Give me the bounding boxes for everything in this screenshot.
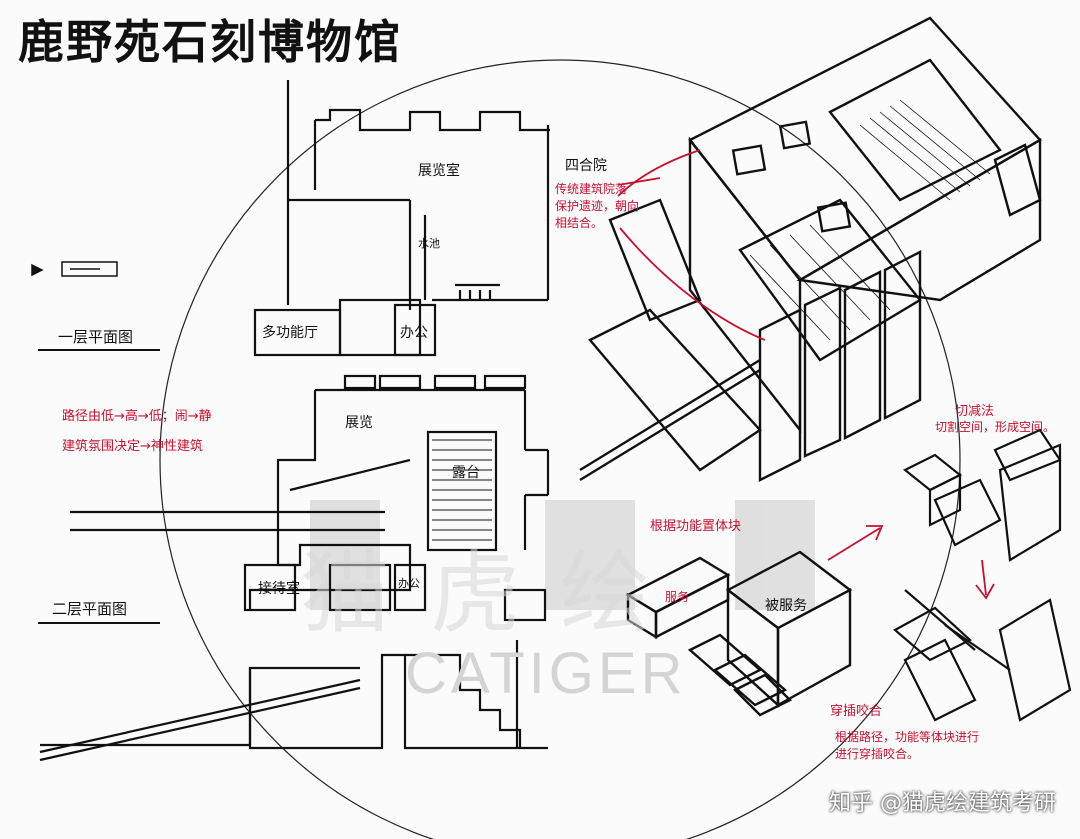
annotation-split-method-2: 切割空间，形成空间。 <box>935 420 1056 434</box>
second-floor-plan <box>70 374 550 622</box>
massing-served-block <box>687 550 853 717</box>
axonometric-hatch <box>749 99 991 341</box>
first-floor-plan <box>253 80 550 357</box>
massing-split-diagram <box>902 428 1062 562</box>
label-office-2: 办公 <box>398 577 420 590</box>
label-multi-function-hall: 多功能厅 <box>262 325 318 341</box>
annotation-by-function: 根据功能置体块 <box>650 519 742 534</box>
annotation-courtyard-note-2: 保护遗迹，朝向 <box>555 199 640 213</box>
annotation-courtyard: 四合院 <box>565 158 607 174</box>
annotation-combine: 穿插咬合 <box>830 704 883 719</box>
annotation-by-path-2: 进行穿插咬合。 <box>835 747 920 761</box>
label-water-pool: 水池 <box>418 237 440 250</box>
page-title: 鹿野苑石刻博物馆 <box>18 15 402 69</box>
framing-circle <box>159 59 961 839</box>
label-to-be-served: 被服务 <box>765 598 807 614</box>
annotation-path-1: 路径由低→高→低；闹→静 <box>62 409 212 424</box>
annotation-split-method-1: 切减法 <box>955 404 995 419</box>
watermark <box>310 500 815 610</box>
credit-watermark: 知乎 @猫虎绘建筑考研 <box>829 791 1056 816</box>
stair-hatch <box>432 439 492 541</box>
annotation-path-2: 建筑氛围决定→神性建筑 <box>62 439 203 454</box>
label-office-1: 办公 <box>400 325 428 341</box>
first-floor-plan-label: 一层平面图 <box>58 328 134 346</box>
label-platform: 露台 <box>452 465 480 481</box>
annotation-courtyard-note-1: 传统建筑院落 <box>555 182 628 196</box>
axonometric-view <box>579 16 1042 482</box>
label-exhibition-2: 展览 <box>345 415 373 431</box>
watermark-chinese: 猫虎绘 <box>300 541 690 646</box>
label-exhibition-room: 展览室 <box>418 163 460 179</box>
watermark-latin: CATIGER <box>405 641 687 706</box>
north-arrow <box>31 261 118 277</box>
red-arrows <box>617 149 995 600</box>
label-service: 服务 <box>665 590 690 604</box>
annotation-by-path-1: 根据路径，功能等体块进行 <box>835 730 980 744</box>
massing-combine-diagram <box>893 589 1072 722</box>
annotation-courtyard-note-3: 相结合。 <box>555 216 604 230</box>
section-drawing <box>39 640 548 762</box>
second-floor-plan-label: 二层平面图 <box>52 600 128 618</box>
label-reception: 接待室 <box>258 581 300 597</box>
